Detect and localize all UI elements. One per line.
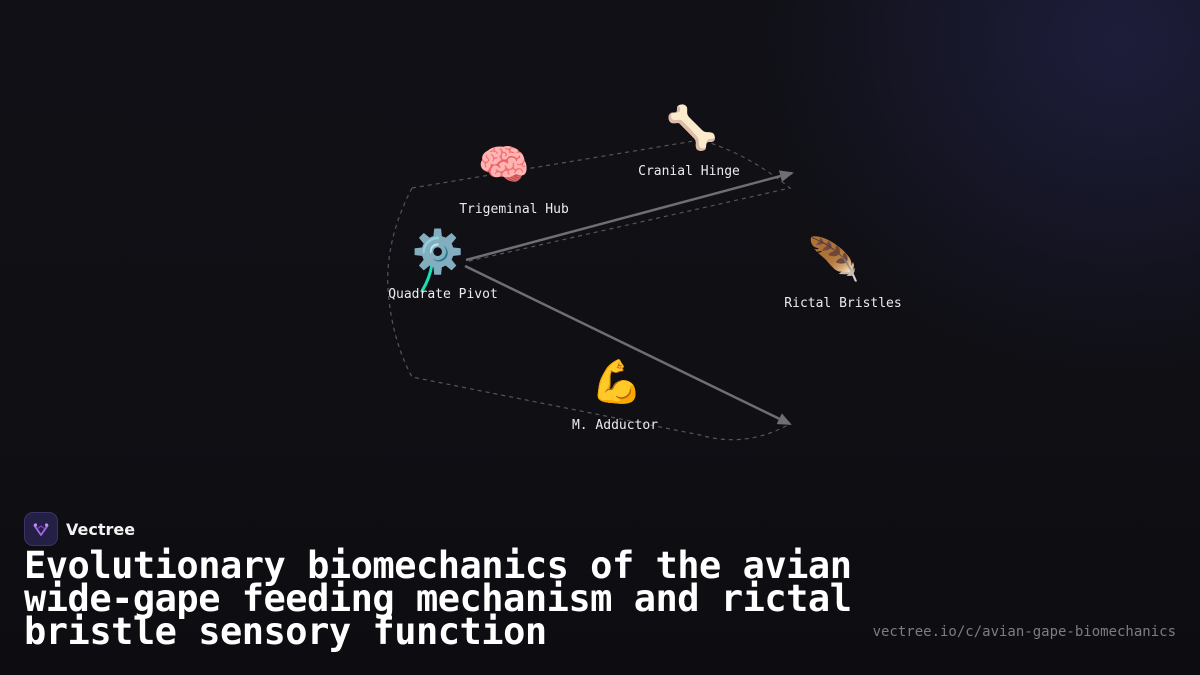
page-url[interactable]: vectree.io/c/avian-gape-biomechanics [872,624,1176,640]
page-title: Evolutionary biomechanics of the avian w… [24,544,852,653]
node-label: Cranial Hinge [638,164,740,179]
node-quadrate-pivot[interactable]: ⚙️ Quadrate Pivot [388,227,498,302]
node-trigeminal-hub[interactable]: 🧠 Trigeminal Hub [459,140,569,217]
node-label: Quadrate Pivot [388,287,498,302]
group-outline [387,139,792,441]
node-label: Rictal Bristles [784,296,901,311]
node-cranial-hinge[interactable]: 🦴 Cranial Hinge [638,102,740,179]
node-label: M. Adductor [572,418,658,433]
node-label: Trigeminal Hub [459,202,569,217]
node-m-adductor[interactable]: 💪 M. Adductor [572,357,658,433]
flexed-biceps-icon: 💪 [591,357,643,406]
node-rictal-bristles[interactable]: 🪶 Rictal Bristles [784,234,901,311]
brand-name: Vectree [66,519,136,539]
edge-quadrate-adductor [464,264,792,426]
edge-quadrate-cranial [465,170,794,262]
bone-icon: 🦴 [666,102,718,152]
accent-curve [420,262,434,293]
vectree-logo-icon [24,512,58,546]
brand[interactable]: Vectree [24,512,135,546]
brain-icon: 🧠 [478,140,530,189]
gear-icon: ⚙️ [412,227,464,276]
feather-icon: 🪶 [808,234,860,284]
